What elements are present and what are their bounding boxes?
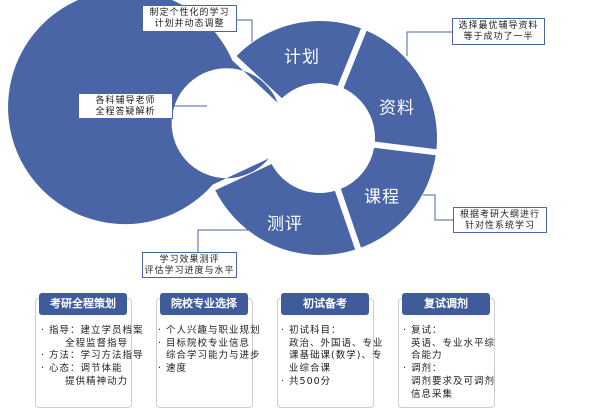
card-planning-body: · 指导：建立学员档案 全程监督指导 · 方法：学习方法指导 · 心态：调节体能…: [41, 325, 144, 387]
card-school: [156, 298, 253, 408]
callout-line: 制定个性化的学习: [149, 8, 230, 18]
callout-line: 等于成功了一半: [463, 32, 534, 42]
connector-materials: [406, 31, 452, 56]
callout-line: 计划并动态调整: [154, 19, 225, 29]
connector-course: [423, 194, 453, 221]
callout-materials: 选择最优辅导资料等于成功了一半: [452, 18, 545, 45]
ring-segment-materials: [343, 30, 438, 150]
segment-label-test: 测评: [267, 214, 303, 235]
callout-line: 全程答疑解析: [95, 107, 156, 117]
callout-line: 根据考研大纲进行: [459, 210, 540, 220]
card-school-body: · 个人兴趣与职业规划 · 目标院校专业信息 综合学习能力与进步 · 速度: [158, 325, 261, 375]
card-initial-exam-title: 初试备考: [281, 293, 369, 315]
card-initial-exam-body: · 初试科目： 政治、外国语、专业 课基础课(数学)、专 业综合课 · 共500…: [281, 325, 384, 387]
segment-label-materials: 资料: [379, 98, 415, 119]
card-planning-title: 考研全程策划: [39, 293, 127, 315]
callout-qa: 各科辅导老师全程答疑解析: [78, 93, 173, 119]
card-planning: [35, 298, 132, 408]
callout-test: 学习效果测评评估学习进度与水平: [142, 252, 237, 278]
callout-line: 各科辅导老师: [95, 96, 156, 106]
segment-label-plan: 计划: [284, 47, 320, 68]
callout-line: 针对性系统学习: [464, 221, 535, 231]
ring-segment-plan: [236, 20, 361, 99]
segment-label-course: 课程: [364, 187, 400, 208]
callout-line: 选择最优辅导资料: [458, 21, 539, 31]
callout-line: 学习效果测评: [159, 255, 220, 265]
callout-course: 根据考研大纲进行针对性系统学习: [453, 207, 547, 233]
ring-segment-course: [340, 147, 436, 248]
connector-test: [197, 229, 253, 252]
card-retest: [398, 298, 495, 408]
segment-label-qa: 答疑: [214, 125, 250, 146]
card-retest-title: 复试调剂: [402, 293, 490, 315]
connector-lines: [173, 19, 453, 252]
callout-line: 评估学习进度与水平: [144, 266, 235, 276]
connector-plan: [237, 19, 253, 42]
card-school-title: 院校专业选择: [160, 293, 248, 315]
card-retest-body: · 复试： 英语、专业水平综 合能力 · 调剂： 调剂要求及可调剂 信息采集: [403, 325, 496, 400]
ring-segment-test: [215, 164, 356, 255]
callout-plan: 制定个性化的学习计划并动态调整: [142, 5, 237, 32]
